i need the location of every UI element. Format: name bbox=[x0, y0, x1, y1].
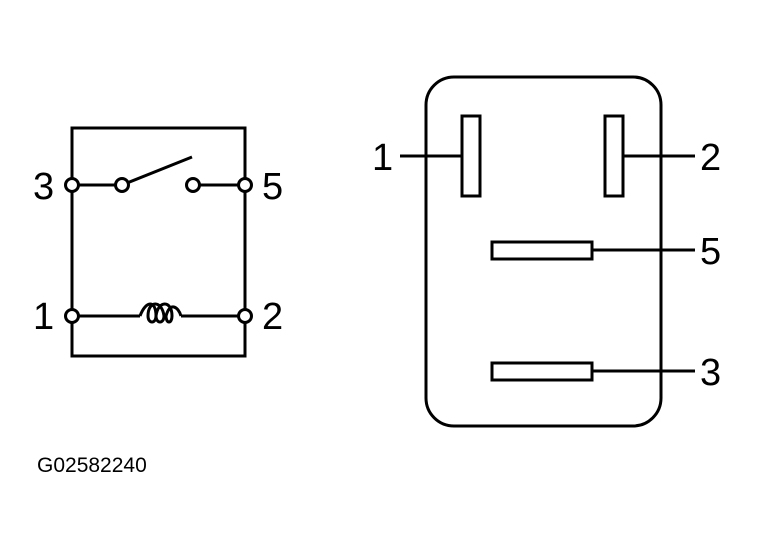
terminal-5-label: 5 bbox=[262, 166, 283, 208]
coil-icon bbox=[138, 302, 183, 324]
switch-contact-arm bbox=[121, 155, 193, 187]
terminal-2-label: 2 bbox=[262, 296, 283, 338]
terminal-2-node bbox=[237, 308, 253, 324]
switch-contact-moving bbox=[114, 177, 130, 193]
pin-1-blade bbox=[460, 114, 482, 198]
pin-2-blade bbox=[603, 114, 625, 198]
terminal-3-node bbox=[64, 177, 80, 193]
terminal-5-node bbox=[237, 177, 253, 193]
terminal-1-node bbox=[64, 308, 80, 324]
schematic-housing bbox=[70, 126, 247, 358]
terminal-3-label: 3 bbox=[33, 166, 54, 208]
pin-1-label: 1 bbox=[372, 137, 393, 179]
pin-2-label: 2 bbox=[700, 137, 721, 179]
terminal-1-label: 1 bbox=[33, 296, 54, 338]
connector-view: 1 2 5 3 bbox=[372, 75, 721, 428]
relay-schematic: 3 5 1 2 bbox=[33, 126, 283, 358]
switch-contact-fixed bbox=[185, 177, 201, 193]
figure-code: G02582240 bbox=[37, 454, 147, 477]
pin-3-blade bbox=[490, 361, 594, 382]
pin-5-blade bbox=[490, 240, 594, 261]
pin-3-label: 3 bbox=[700, 352, 721, 394]
pin-5-label: 5 bbox=[700, 231, 721, 273]
